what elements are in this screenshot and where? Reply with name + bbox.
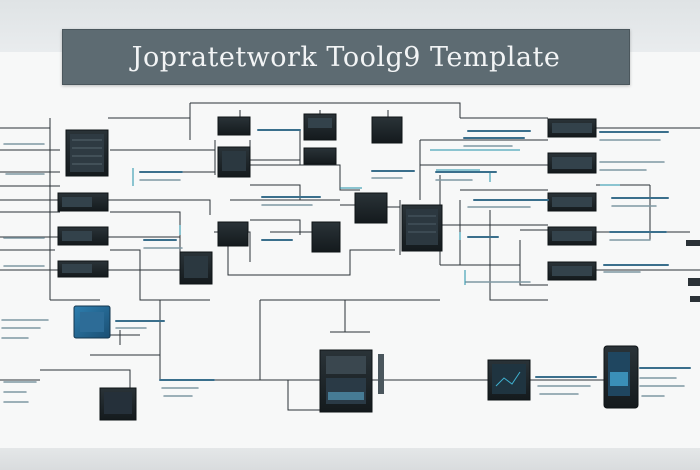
server-mid-1 [217,146,251,178]
rack-right-5 [547,261,597,281]
server-lower-2 [311,221,341,253]
server-mid-2 [303,147,337,165]
server-lower-1 [217,221,249,247]
server-lower-3 [179,251,213,285]
central-server-unit [319,349,384,413]
page-title: Jopratetwork Toolg9 Template [131,41,561,73]
footer-band [0,448,700,470]
edge-markers-right [686,240,700,302]
switch-left-3 [57,260,109,278]
title-banner: Jopratetwork Toolg9 Template [62,29,630,85]
switch-left-1 [57,192,109,212]
device-panel-left [65,129,109,177]
server-top-2 [303,113,337,141]
rack-right-2 [547,152,597,174]
server-center [354,192,388,224]
device-router-bottom-left [99,387,137,421]
rack-right-4 [547,226,597,246]
connection-lines [0,102,700,411]
tablet-device-right [603,345,639,409]
device-blue-tablet [73,305,111,339]
rack-right-1 [547,118,597,138]
server-top-1 [217,116,251,136]
caption-blocks [1,129,691,403]
accent-lines [132,149,691,285]
rack-right-3 [547,192,597,212]
server-top-3 [371,116,403,144]
switch-left-2 [57,226,109,246]
server-large-monitor [401,204,443,252]
monitor-bottom-right [487,359,531,401]
